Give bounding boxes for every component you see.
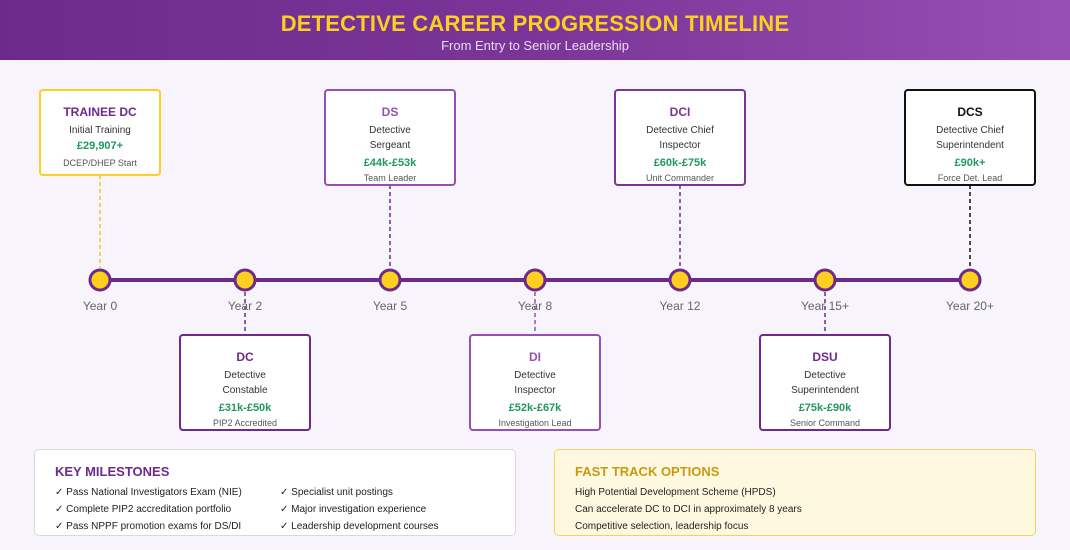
rank-card-dci: DCI Detective Chief Inspector £60k-£75k … (614, 89, 746, 186)
rank-name: Detective Inspector (514, 370, 556, 396)
year-label-12: Year 12 (659, 299, 701, 313)
year-label-15: Year 15+ (801, 299, 849, 313)
rank-name: Initial Training (69, 125, 131, 136)
rank-name: Detective Chief Inspector (646, 125, 714, 151)
rank-salary: £44k-£53k (363, 157, 417, 169)
rank-title: DSU (812, 350, 838, 364)
page-subtitle: From Entry to Senior Leadership (441, 38, 629, 53)
rank-title: DCS (957, 105, 983, 119)
milestone-item: ✓ Specialist unit postings (280, 487, 393, 498)
rank-note: Team Leader (363, 173, 417, 183)
milestones-title: KEY MILESTONES (55, 464, 170, 479)
milestone-item: ✓ Pass NPPF promotion exams for DS/DI (55, 521, 242, 532)
rank-salary: £75k-£90k (798, 402, 852, 414)
rank-name: Detective Chief Superintendent (936, 125, 1004, 151)
timeline-node-year-0 (88, 268, 112, 292)
milestone-item: ✓ Leadership development courses (280, 521, 439, 532)
rank-card-di: DI Detective Inspector £52k-£67k Investi… (469, 334, 601, 431)
rank-name: Detective Superintendent (791, 370, 859, 396)
timeline-node-year-5 (378, 268, 402, 292)
rank-note: Investigation Lead (498, 418, 572, 428)
rank-card-ds: DS Detective Sergeant £44k-£53k Team Lea… (324, 89, 456, 186)
year-label-8: Year 8 (517, 299, 553, 313)
fast-track-title: FAST TRACK OPTIONS (575, 464, 720, 479)
rank-note: Senior Command (789, 418, 861, 428)
page-title: DETECTIVE CAREER PROGRESSION TIMELINE (280, 11, 790, 36)
year-label-5: Year 5 (372, 299, 408, 313)
rank-card-dc: DC Detective Constable £31k-£50k PIP2 Ac… (179, 334, 311, 431)
rank-card-dcs: DCS Detective Chief Superintendent £90k+… (904, 89, 1036, 186)
milestone-item: ✓ Major investigation experience (280, 504, 427, 515)
timeline-node-year-12 (668, 268, 692, 292)
rank-card-trainee-dc: TRAINEE DC Initial Training £29,907+ DCE… (39, 89, 161, 176)
rank-title: DCI (669, 105, 691, 119)
timeline-node-year-20 (958, 268, 982, 292)
fast-track-item: Can accelerate DC to DCI in approximatel… (575, 504, 802, 515)
milestone-item: ✓ Pass National Investigators Exam (NIE) (55, 487, 242, 498)
timeline-node-year-2 (233, 268, 257, 292)
rank-note: Force Det. Lead (937, 173, 1003, 183)
rank-title: DS (381, 105, 399, 119)
key-milestones-panel: KEY MILESTONES ✓ Pass National Investiga… (34, 449, 516, 536)
fast-track-panel: FAST TRACK OPTIONS High Potential Develo… (554, 449, 1036, 536)
year-label-0: Year 0 (82, 299, 118, 313)
rank-salary: £52k-£67k (508, 402, 562, 414)
rank-title: DI (529, 350, 541, 364)
timeline-node-year-15 (813, 268, 837, 292)
rank-note: Unit Commander (645, 173, 715, 183)
header-banner: DETECTIVE CAREER PROGRESSION TIMELINE Fr… (0, 0, 1070, 60)
rank-name: Detective Sergeant (369, 125, 411, 151)
rank-salary: £31k-£50k (218, 402, 272, 414)
rank-title: DC (236, 350, 254, 364)
rank-note: PIP2 Accredited (212, 418, 278, 428)
fast-track-item: High Potential Development Scheme (HPDS) (575, 487, 776, 498)
milestone-item: ✓ Complete PIP2 accreditation portfolio (55, 504, 232, 515)
year-label-2: Year 2 (227, 299, 263, 313)
rank-card-dsu: DSU Detective Superintendent £75k-£90k S… (759, 334, 891, 431)
rank-name: Detective Constable (222, 370, 268, 396)
rank-salary: £29,907+ (76, 140, 124, 152)
year-label-20: Year 20+ (946, 299, 994, 313)
rank-note: DCEP/DHEP Start (63, 158, 137, 168)
timeline-node-year-8 (523, 268, 547, 292)
rank-salary: £90k+ (954, 157, 986, 169)
fast-track-item: Competitive selection, leadership focus (575, 521, 749, 532)
rank-salary: £60k-£75k (653, 157, 707, 169)
rank-title: TRAINEE DC (63, 105, 137, 119)
